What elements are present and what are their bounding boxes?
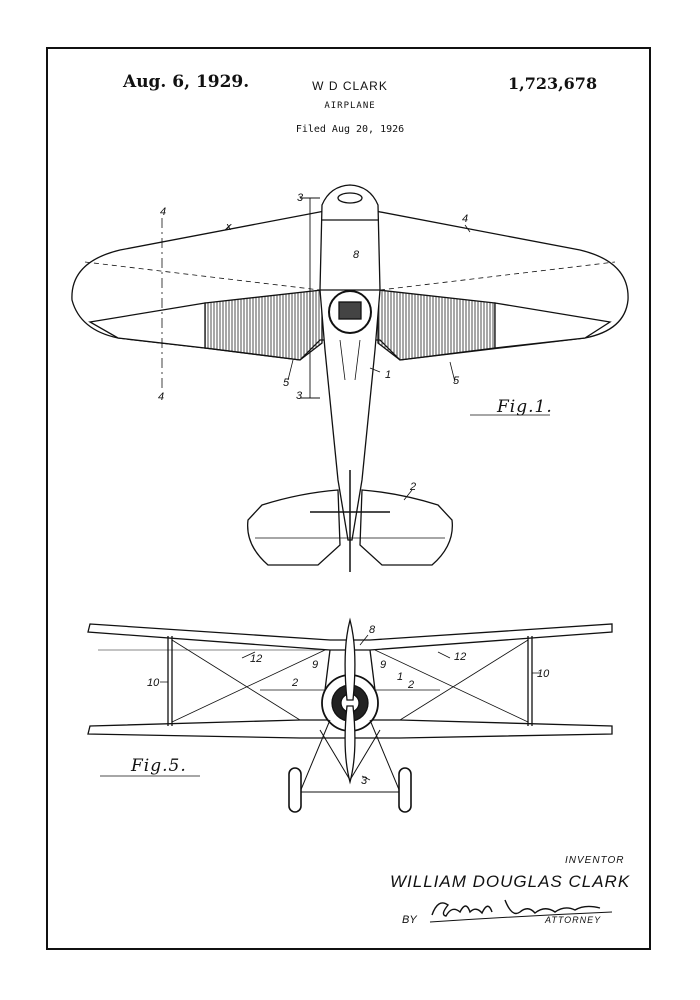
ref-3-gear: 3 bbox=[361, 775, 368, 787]
inventor-name: WILLIAM DOUGLAS CLARK bbox=[390, 872, 631, 891]
ref-3-bottom: 3 bbox=[296, 390, 303, 402]
right-aileron bbox=[494, 302, 612, 349]
attorney-signature bbox=[429, 899, 613, 923]
ref-4-top-right: 4 bbox=[462, 213, 468, 225]
fuselage bbox=[319, 184, 381, 541]
ref-10-left: 10 bbox=[147, 677, 160, 689]
nose-cowl bbox=[337, 192, 363, 204]
ref-12-right: 12 bbox=[454, 651, 466, 663]
inventor-label: INVENTOR bbox=[565, 855, 625, 866]
ref-9-right: 9 bbox=[380, 659, 386, 671]
ref-4-top-left: 4 bbox=[160, 206, 166, 218]
ref-9-left: 9 bbox=[312, 659, 318, 671]
fig1-label: Fig.1. bbox=[497, 397, 553, 417]
inventor-short-name: W D CLARK bbox=[312, 79, 388, 93]
ref-5-left-wing: 5 bbox=[283, 377, 290, 389]
left-wheel bbox=[288, 767, 302, 813]
ref-8-front: 8 bbox=[369, 624, 376, 636]
left-aileron bbox=[88, 302, 206, 349]
patent-title: AIRPLANE bbox=[324, 101, 376, 111]
ref-10-right: 10 bbox=[537, 668, 550, 680]
ref-2-left: 2 bbox=[291, 677, 298, 689]
ref-1-front: 1 bbox=[397, 671, 403, 683]
propeller bbox=[344, 617, 356, 785]
attorney-label: ATTORNEY bbox=[545, 915, 602, 925]
fig5-label: Fig.5. bbox=[131, 756, 187, 776]
left-interplane-strut bbox=[167, 636, 173, 726]
ref-1-fuselage: 1 bbox=[385, 369, 391, 381]
patent-date: Aug. 6, 1929. bbox=[123, 72, 250, 92]
landing-gear bbox=[299, 719, 401, 793]
right-wheel bbox=[398, 767, 412, 813]
ref-5-right-wing: 5 bbox=[453, 375, 460, 387]
left-wing-hatch bbox=[204, 289, 323, 361]
patent-number: 1,723,678 bbox=[508, 74, 598, 93]
ref-12-left: 12 bbox=[250, 653, 262, 665]
by-label: BY bbox=[402, 914, 417, 926]
ref-2-right: 2 bbox=[407, 679, 414, 691]
ref-2-tail: 2 bbox=[409, 481, 416, 493]
filed-date: Filed Aug 20, 1926 bbox=[295, 124, 405, 135]
right-wing-hatch bbox=[377, 289, 496, 361]
ref-4-bottom-left: 4 bbox=[158, 391, 164, 403]
tailplane bbox=[247, 489, 341, 566]
ref-x-mark: x bbox=[225, 221, 232, 233]
ref-8-tank: 8 bbox=[353, 249, 360, 261]
ref-3-top: 3 bbox=[297, 192, 304, 204]
fig5-front-view bbox=[87, 617, 613, 813]
fig1-top-view bbox=[71, 184, 629, 572]
right-interplane-strut bbox=[527, 636, 533, 726]
